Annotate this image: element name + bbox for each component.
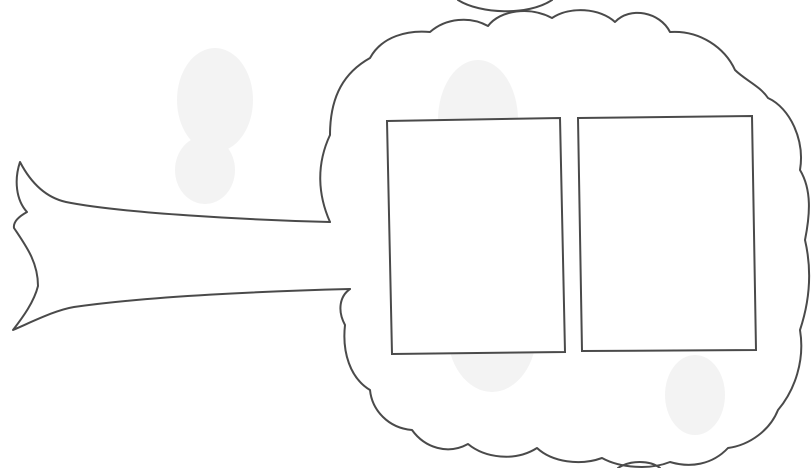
top-cloud-edge [457,0,553,13]
left-box[interactable] [385,116,567,356]
tree-trunk [12,161,351,331]
tree-crown-cloud [319,9,811,468]
right-box[interactable] [576,114,758,353]
